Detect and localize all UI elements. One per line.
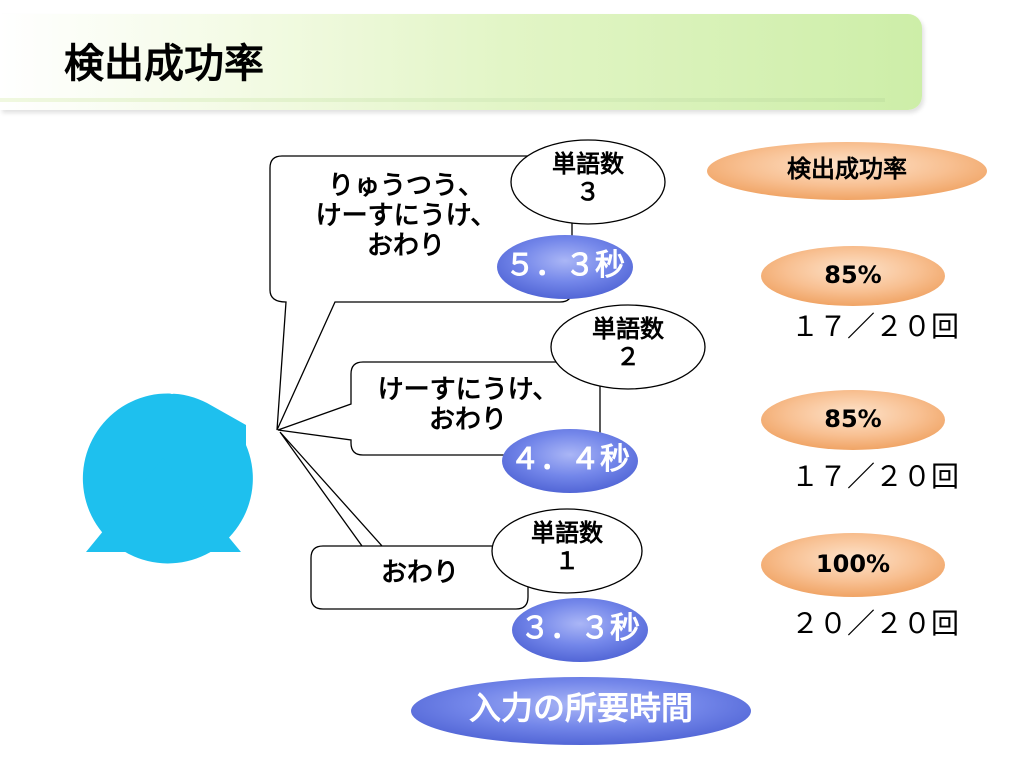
success-count-1: １７／２０回	[790, 310, 959, 343]
success-count-2: １７／２０回	[790, 460, 959, 493]
speaker-body	[86, 458, 241, 552]
word-count-value: １	[555, 546, 579, 575]
speech-line: おわり	[428, 404, 507, 435]
speech-line: けーすにうけ、	[377, 375, 559, 405]
success-rate-3: 100%	[815, 550, 891, 578]
speech-bubble-2-text: けーすにうけ、 おわり	[363, 375, 573, 436]
speech-line: りゅうつう、	[327, 171, 484, 201]
input-time-ellipse-1	[497, 235, 633, 299]
word-count-label: 単語数	[592, 315, 664, 343]
success-rate-1: 85%	[824, 261, 882, 289]
speech-line: おわり	[380, 558, 459, 588]
input-time-label: 入力の所要時間	[468, 689, 693, 727]
speech-bubble-1-text: りゅうつう、 けーすにうけ、 おわり	[296, 171, 516, 262]
input-time-ellipse-3	[512, 598, 648, 662]
word-count-1-text: 単語数 ３	[528, 150, 648, 206]
success-rate-header-ellipse	[707, 142, 987, 200]
input-time-ellipse-2	[502, 429, 638, 493]
speech-bubble-3-text: おわり	[360, 558, 480, 589]
word-count-ellipse-2	[550, 304, 706, 390]
title-underline	[0, 98, 885, 102]
word-count-ellipse-3	[491, 508, 643, 594]
word-count-value: ３	[576, 177, 600, 206]
word-count-2-text: 単語数 ２	[568, 315, 688, 371]
success-rate-2: 85%	[824, 405, 882, 433]
speech-line: おわり	[366, 230, 445, 261]
word-count-3-text: 単語数 １	[507, 519, 627, 575]
speaker-eye	[166, 368, 178, 394]
input-time-3: ３．３秒	[520, 611, 640, 646]
speaker-figure	[82, 368, 253, 564]
input-time-label-ellipse	[411, 677, 751, 745]
success-rate-header: 検出成功率	[787, 155, 907, 183]
success-rate-ellipse-3	[761, 533, 945, 597]
word-count-ellipse-1	[510, 139, 666, 225]
title-bar	[0, 14, 922, 110]
success-count-3: ２０／２０回	[790, 607, 959, 640]
page-title: 検出成功率	[64, 41, 264, 87]
success-rate-ellipse-2	[761, 390, 945, 450]
input-time-2: ４．４秒	[510, 442, 630, 477]
speech-line: けーすにうけ、	[315, 200, 497, 231]
input-time-1: ５．３秒	[505, 248, 625, 283]
word-count-label: 単語数	[552, 150, 624, 178]
word-count-label: 単語数	[531, 519, 603, 547]
word-count-value: ２	[616, 342, 640, 371]
success-rate-ellipse-1	[761, 246, 945, 306]
